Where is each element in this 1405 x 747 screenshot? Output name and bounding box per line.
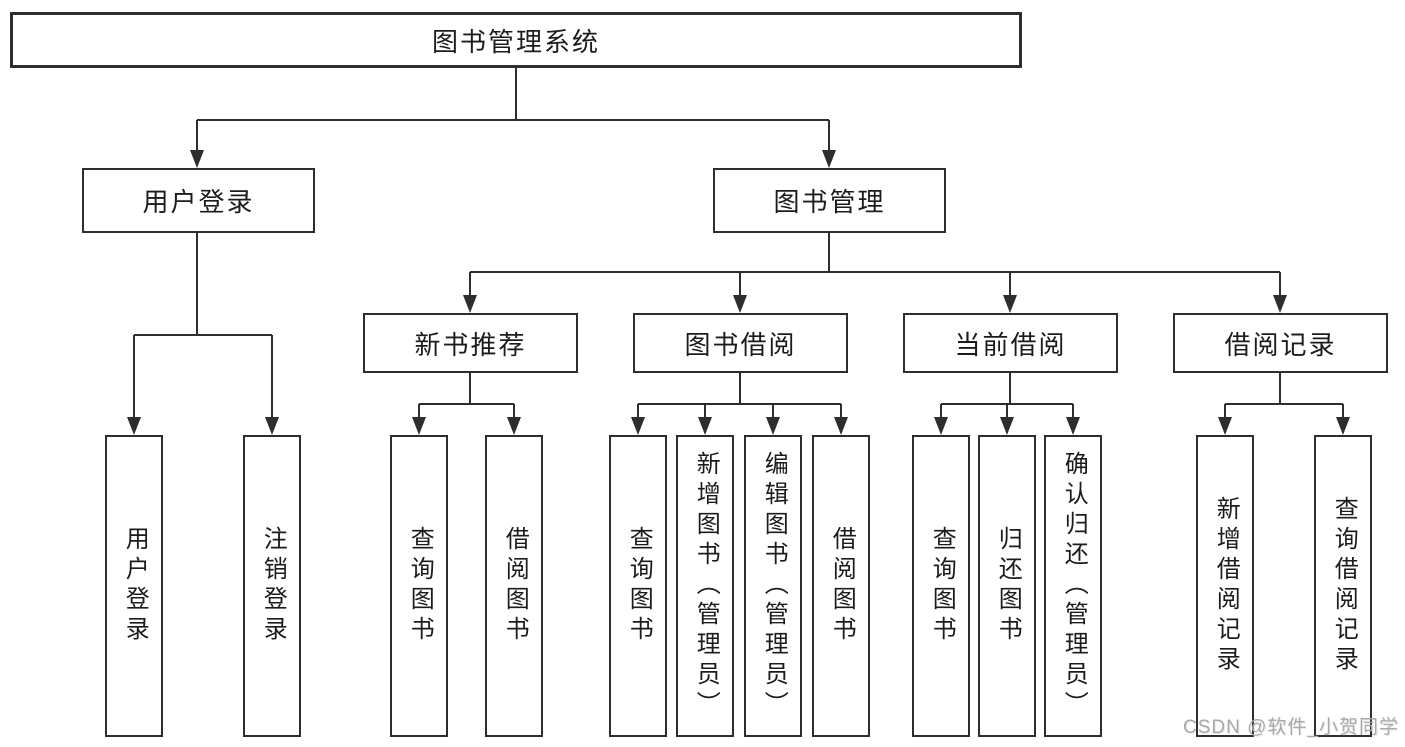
leaf-borrow-borrow-books-label: 借阅图书: [828, 526, 856, 646]
leaf-signout-login: 注销登录: [243, 435, 301, 737]
node-current-borrow-label: 当前借阅: [954, 329, 1067, 360]
leaf-records-add-borrow-record: 新增借阅记录: [1196, 435, 1254, 737]
leaf-recommend-query-books-label: 查询图书: [406, 526, 434, 646]
node-current-borrow: 当前借阅: [903, 313, 1118, 373]
node-borrow-records: 借阅记录: [1173, 313, 1388, 373]
leaf-borrow-query-books-label: 查询图书: [625, 526, 653, 646]
leaf-user-login-label: 用户登录: [121, 526, 149, 646]
leaf-recommend-query-books: 查询图书: [390, 435, 448, 737]
node-book-management: 图书管理: [713, 168, 946, 233]
node-book-borrow: 图书借阅: [633, 313, 848, 373]
leaf-current-return-books-label: 归还图书: [994, 526, 1022, 646]
leaf-current-query-books: 查询图书: [912, 435, 970, 737]
leaf-records-query-borrow-record: 查询借阅记录: [1314, 435, 1372, 737]
leaf-recommend-borrow-books-label: 借阅图书: [501, 526, 529, 646]
node-new-book-recommend: 新书推荐: [363, 313, 578, 373]
node-user-login-label: 用户登录: [142, 187, 255, 217]
leaf-borrow-query-books: 查询图书: [609, 435, 667, 737]
leaf-current-return-books: 归还图书: [978, 435, 1036, 737]
node-book-management-label: 图书管理: [773, 187, 886, 217]
leaf-records-add-borrow-record-label: 新增借阅记录: [1212, 496, 1240, 676]
leaf-borrow-borrow-books: 借阅图书: [812, 435, 870, 737]
node-borrow-records-label: 借阅记录: [1224, 329, 1337, 360]
node-book-borrow-label: 图书借阅: [684, 329, 797, 360]
node-new-book-recommend-label: 新书推荐: [414, 329, 527, 360]
leaf-borrow-add-books-admin: 新增图书（管理员）: [676, 435, 734, 737]
leaf-current-query-books-label: 查询图书: [928, 526, 956, 646]
leaf-borrow-edit-books-admin-label: 编辑图书（管理员）: [760, 451, 788, 721]
leaf-signout-login-label: 注销登录: [259, 526, 287, 646]
node-user-login: 用户登录: [82, 168, 315, 233]
node-root-label: 图书管理系统: [431, 26, 600, 57]
leaf-recommend-borrow-books: 借阅图书: [485, 435, 543, 737]
leaf-borrow-add-books-admin-label: 新增图书（管理员）: [692, 451, 720, 721]
leaf-borrow-edit-books-admin: 编辑图书（管理员）: [744, 435, 802, 737]
arrowheads: [127, 150, 1350, 435]
csdn-watermark: CSDN @软件_小贺同学: [1183, 717, 1399, 738]
leaf-records-query-borrow-record-label: 查询借阅记录: [1330, 496, 1358, 676]
leaf-current-confirm-return-admin-label: 确认归还（管理员）: [1060, 451, 1088, 721]
leaf-user-login: 用户登录: [105, 435, 163, 737]
leaf-current-confirm-return-admin: 确认归还（管理员）: [1044, 435, 1102, 737]
node-root: 图书管理系统: [10, 12, 1022, 68]
